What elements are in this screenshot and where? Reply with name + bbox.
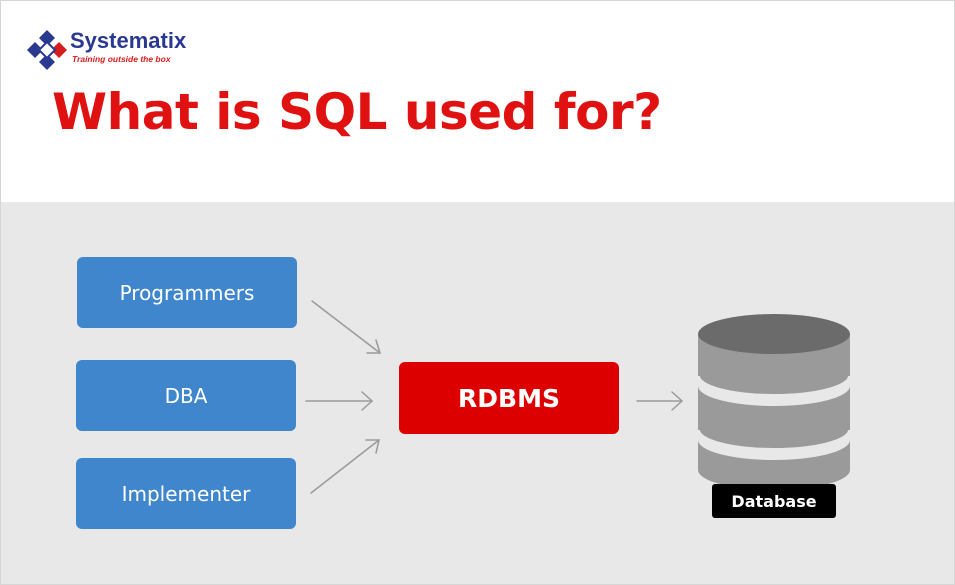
brand-name: Systematix	[70, 28, 187, 53]
database-label: Database	[712, 484, 836, 518]
rdbms-box: RDBMS	[399, 362, 619, 434]
brand-logo: Systematix Training outside the box	[25, 26, 225, 71]
role-box-dba: DBA	[76, 360, 296, 431]
database-icon	[696, 314, 852, 490]
role-box-implementer: Implementer	[76, 458, 296, 529]
role-box-programmers: Programmers	[77, 257, 297, 328]
systematix-logo-icon	[27, 30, 67, 70]
slide-header: Systematix Training outside the box What…	[1, 1, 954, 202]
slide-title: What is SQL used for?	[52, 83, 662, 141]
brand-tagline: Training outside the box	[72, 54, 171, 64]
